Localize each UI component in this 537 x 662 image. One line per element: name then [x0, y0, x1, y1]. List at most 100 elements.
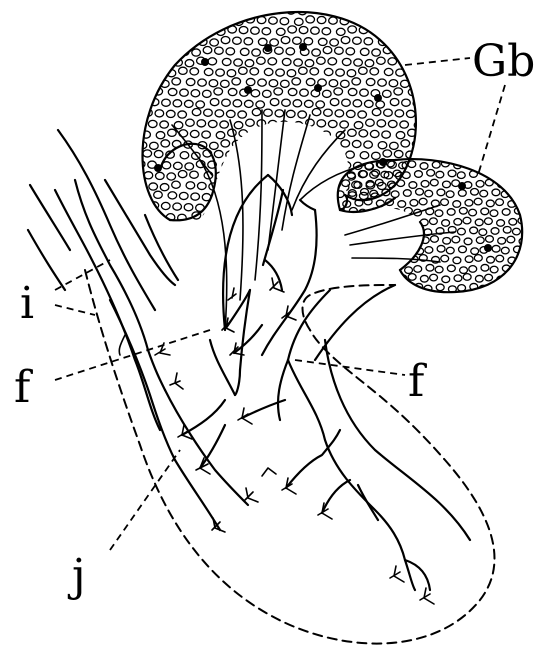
cell-outline: [293, 100, 302, 107]
cell-outline: [429, 218, 437, 225]
cell-outline: [376, 295, 384, 302]
cell-outline: [191, 193, 200, 200]
cell-outline: [437, 245, 445, 252]
cell-outline: [178, 171, 187, 178]
cell-outline: [179, 192, 188, 199]
cell-outline: [378, 142, 387, 149]
cell-outline: [394, 150, 403, 157]
cell-outline: [329, 183, 338, 190]
cell-outline: [216, 132, 225, 139]
label-gb: Gb: [472, 36, 535, 87]
cell-outline: [215, 213, 224, 220]
cell-outline: [503, 226, 511, 233]
cell-outline: [360, 48, 369, 55]
cell-outline: [430, 236, 438, 243]
cell-outline: [397, 293, 405, 300]
cell-outline: [292, 140, 301, 147]
cell-outline: [132, 49, 141, 56]
cell-outline: [202, 131, 211, 138]
cell-outline: [144, 6, 153, 13]
cell-outline: [454, 275, 462, 282]
cell-outline: [346, 110, 355, 117]
cell-outline: [448, 170, 456, 177]
cell-outline: [222, 99, 231, 106]
cell-outline: [342, 58, 351, 65]
cell-outline: [370, 68, 379, 75]
cell-outline: [215, 47, 224, 54]
cell-outline: [446, 191, 454, 198]
cell-outline: [172, 140, 181, 147]
cell-outline: [384, 68, 393, 75]
cell-outline: [526, 188, 534, 195]
cell-outline: [167, 173, 176, 180]
cell-outline: [498, 294, 506, 301]
cell-outline: [365, 60, 374, 67]
cell-outline: [520, 199, 528, 206]
cell-outline: [414, 266, 422, 273]
cell-outline: [227, 7, 236, 14]
cell-outline: [409, 182, 417, 189]
cell-outline: [471, 188, 479, 195]
cell-outline: [270, 98, 279, 105]
cell-outline: [294, 18, 303, 25]
cell-outline: [173, 203, 182, 210]
cell-outline: [130, 68, 139, 75]
cell-outline: [316, 101, 325, 108]
cell-outline: [143, 150, 152, 157]
cell-outline: [281, 36, 290, 43]
cell-outline: [240, 152, 249, 159]
cell-outline: [509, 162, 517, 169]
cell-outline: [208, 58, 217, 65]
cell-outline: [354, 59, 363, 66]
cell-outline: [463, 217, 471, 224]
cell-outline: [168, 88, 177, 95]
cell-outline: [401, 80, 410, 87]
cell-outline: [286, 151, 295, 158]
cell-outline: [524, 266, 532, 273]
cell-outline: [196, 101, 205, 108]
cell-outline: [435, 266, 443, 273]
nucleus-dot: [299, 43, 307, 51]
cell-outline: [446, 247, 454, 254]
cell-outline: [275, 47, 284, 54]
cell-outline: [414, 171, 422, 178]
dashed-envelope: [85, 270, 494, 644]
cell-outline: [276, 28, 285, 35]
cell-outline: [443, 181, 451, 188]
cell-outline: [403, 190, 411, 197]
cell-outline: [524, 209, 532, 216]
cell-outline: [129, 5, 138, 12]
cell-outline: [161, 140, 170, 147]
cell-outline: [452, 293, 460, 300]
cell-outline: [317, 120, 326, 127]
cell-outline: [346, 48, 355, 55]
cell-outline: [270, 39, 279, 46]
cell-outline: [281, 140, 290, 147]
cell-outline: [331, 160, 339, 167]
cell-outline: [509, 275, 517, 282]
cell-outline: [298, 111, 307, 118]
cell-outline: [400, 121, 409, 128]
cell-outline: [312, 152, 321, 159]
cell-outline: [275, 110, 284, 117]
cell-outline: [341, 140, 350, 147]
cell-outline: [513, 190, 521, 197]
cell-outline: [492, 245, 500, 252]
cell-outline: [418, 293, 426, 300]
cell-outline: [459, 246, 467, 253]
cell-outline: [276, 69, 285, 76]
cell-outline: [239, 130, 248, 137]
cell-outline: [331, 255, 339, 262]
cell-outline: [366, 119, 375, 126]
cell-outline: [487, 256, 495, 263]
cell-outline: [162, 162, 171, 169]
cell-outline: [179, 26, 188, 33]
terminal-branches: [155, 278, 434, 604]
cell-outline: [209, 17, 218, 24]
cell-outline: [268, 120, 277, 127]
cell-outline: [131, 193, 140, 200]
cell-outline: [312, 109, 321, 116]
cell-outline: [156, 69, 165, 76]
cell-outline: [342, 236, 350, 243]
cell-outline: [252, 152, 261, 159]
